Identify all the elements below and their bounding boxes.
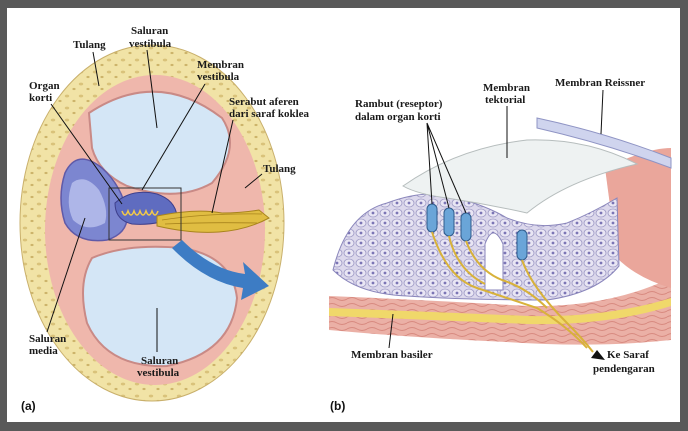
cell-mass [333, 194, 619, 300]
hair-cell [517, 230, 527, 260]
label-membran-basiler: Membran basiler [351, 349, 433, 361]
label-ke-saraf-1: Ke Saraf [607, 349, 649, 361]
hair-cell [461, 213, 471, 241]
label-organ-korti-1: Organ [29, 80, 60, 92]
panel-marker-a: (a) [21, 399, 36, 413]
cochlea-figure: Tulang Saluran vestibula Membran vestibu… [7, 8, 680, 422]
label-membran-reissner: Membran Reissner [555, 77, 645, 89]
label-membran-vestibula-2: vestibula [197, 71, 240, 83]
figure-frame: Tulang Saluran vestibula Membran vestibu… [7, 8, 680, 422]
label-membran-tektorial-2: tektorial [485, 94, 525, 106]
tunnel-korti [485, 233, 503, 290]
label-saluran-vestibula-top-2: vestibula [129, 38, 172, 50]
label-membran-vestibula-1: Membran [197, 59, 244, 71]
label-organ-korti-2: korti [29, 92, 52, 104]
hair-cell [427, 204, 437, 232]
label-membran-tektorial-1: Membran [483, 82, 530, 94]
label-serabut-2: dari saraf koklea [229, 108, 310, 120]
label-rambut-2: dalam organ korti [355, 111, 441, 123]
label-saluran-media-1: Saluran [29, 333, 66, 345]
label-ke-saraf-2: pendengaran [593, 363, 655, 375]
hair-cell [444, 208, 454, 236]
label-saluran-vestibula-bottom-2: vestibula [137, 367, 180, 379]
label-saluran-vestibula-top-1: Saluran [131, 25, 168, 37]
label-saluran-media-2: media [29, 345, 58, 357]
label-tulang-right: Tulang [263, 163, 296, 175]
label-rambut-1: Rambut (reseptor) [355, 98, 443, 110]
leader-membran-reissner [601, 90, 603, 134]
panel-b-organ-of-corti [329, 118, 671, 360]
label-saluran-vestibula-bottom-1: Saluran [141, 355, 178, 367]
panel-marker-b: (b) [330, 399, 345, 413]
label-tulang-top: Tulang [73, 39, 106, 51]
label-serabut-1: Serabut aferen [229, 96, 299, 108]
